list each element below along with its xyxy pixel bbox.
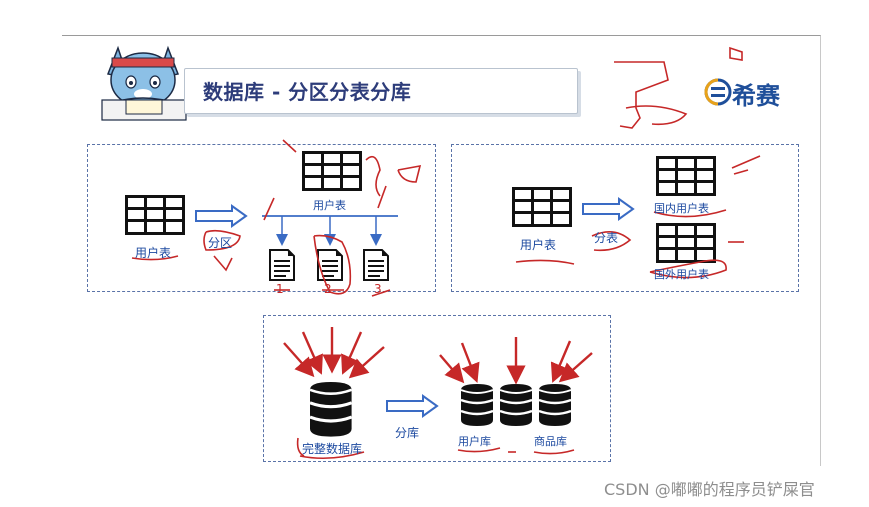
cat-mascot-icon (101, 45, 187, 121)
logo-text: 希赛 (732, 82, 780, 110)
partition-arrow-label: 分区 (208, 236, 233, 250)
xisai-logo-icon (704, 78, 732, 106)
domestic-table-label: 国内用户表 (654, 202, 709, 215)
partition-number-1: 1 (276, 282, 284, 296)
partition-file-icon (317, 249, 343, 281)
title-bar (184, 68, 578, 114)
user-db-label: 用户库 (458, 435, 491, 448)
foreign-table-icon (656, 223, 716, 263)
partition-number-3: 3 (374, 282, 382, 296)
table-split-arrow (582, 198, 634, 220)
csdn-watermark: CSDN @嘟嘟的程序员铲屎官 (604, 480, 815, 499)
partition-arrow (195, 205, 247, 227)
partition-file-icon (269, 249, 295, 281)
database-icon (459, 382, 495, 428)
partition-source-label: 用户表 (135, 246, 172, 260)
foreign-table-label: 国外用户表 (654, 268, 709, 281)
source-table-icon (512, 187, 572, 227)
partition-number-2: 2 (324, 282, 332, 296)
db-split-section (263, 315, 611, 462)
page-title: 数据库 - 分区分表分库 (203, 80, 412, 104)
product-db-label: 商品库 (534, 435, 567, 448)
source-table-icon (125, 195, 185, 235)
database-icon (537, 382, 573, 428)
domestic-table-icon (656, 156, 716, 196)
handwritten-annotations (131, 46, 761, 460)
database-icon (498, 382, 534, 428)
db-split-arrow (386, 395, 438, 417)
partition-file-icon (363, 249, 389, 281)
table-split-arrow-label: 分表 (594, 231, 619, 245)
load-arrows (283, 327, 593, 385)
target-table-icon (302, 151, 362, 191)
partition-target-label: 用户表 (313, 199, 346, 212)
table-split-source-label: 用户表 (520, 238, 557, 252)
partition-section (87, 144, 436, 292)
full-database-icon (308, 380, 354, 439)
table-split-section (451, 144, 799, 292)
db-split-arrow-label: 分库 (395, 426, 420, 440)
full-database-label: 完整数据库 (302, 442, 363, 456)
